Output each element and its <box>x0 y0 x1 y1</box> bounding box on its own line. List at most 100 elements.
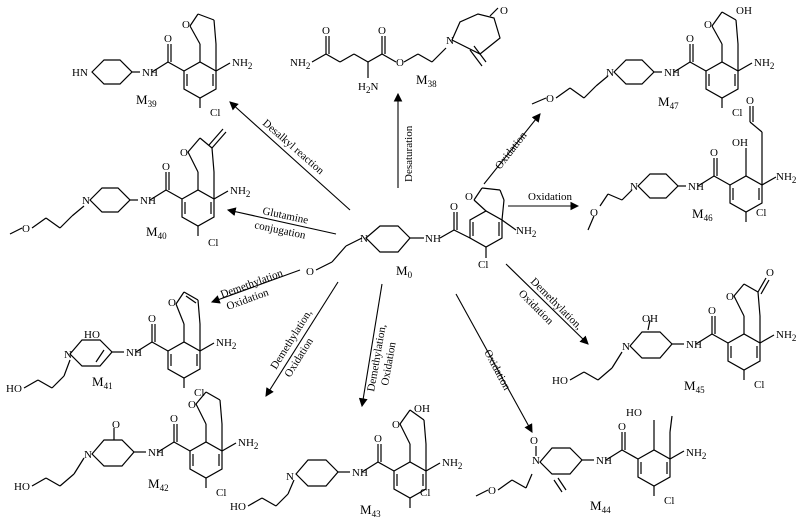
arrow-to-m43 <box>358 283 383 408</box>
compound-m42 <box>31 391 237 489</box>
m42-ho: HO <box>14 481 30 493</box>
m38-o4: O <box>500 5 508 17</box>
m39-nh2: NH2 <box>232 57 252 71</box>
m42-nh: NH <box>148 447 164 459</box>
label-desaturation: Desaturation <box>403 125 415 182</box>
m41-label: M41 <box>92 374 113 391</box>
m44-ho: HO <box>626 407 642 419</box>
m38-n: N <box>446 35 454 47</box>
compound-m44 <box>475 415 685 497</box>
m43-o: O <box>374 433 382 445</box>
m41-o: O <box>148 313 156 325</box>
m0-nh2: NH2 <box>516 225 536 239</box>
m0-label: M0 <box>396 263 413 280</box>
m45-label: M45 <box>684 378 705 395</box>
m41-nh2: NH2 <box>216 337 236 351</box>
arrow-to-m44 <box>455 293 533 433</box>
m39-cl: Cl <box>210 107 220 119</box>
m46-o2: O <box>710 147 718 159</box>
compound-m40 <box>9 128 229 237</box>
m47-n: N <box>606 67 614 79</box>
m40-nh: NH <box>140 195 156 207</box>
m46-cl: Cl <box>756 207 766 219</box>
arrow-to-m47 <box>483 113 541 185</box>
m0-nh: NH <box>425 233 441 245</box>
m0-n: N <box>360 233 368 245</box>
m39-nh: NH <box>142 67 158 79</box>
m45-nh2: NH2 <box>776 329 796 343</box>
m42-o: O <box>112 419 120 431</box>
m39-hn: HN <box>72 67 88 79</box>
m42-o3: O <box>188 399 196 411</box>
m38-h2n: H2N <box>358 81 378 95</box>
m43-label: M43 <box>360 502 381 519</box>
m42-n: N <box>84 449 92 461</box>
compound-m43 <box>247 409 441 509</box>
m46-oh: OH <box>732 137 748 149</box>
m43-ho: HO <box>230 501 246 513</box>
compound-m41 <box>23 291 215 389</box>
m38-nh2: NH2 <box>290 57 310 71</box>
m40-o2: O <box>162 161 170 173</box>
compound-m45 <box>569 277 775 381</box>
m38-o: O <box>322 25 330 37</box>
label-m44: Oxidation <box>481 348 512 393</box>
m40-label: M40 <box>146 224 167 241</box>
m44-o2: O <box>530 435 538 447</box>
m45-ho: HO <box>552 375 568 387</box>
m44-nh: NH <box>596 455 612 467</box>
m46-nh: NH <box>688 181 704 193</box>
m47-o2: O <box>686 33 694 45</box>
m43-n: N <box>286 471 294 483</box>
m46-n: N <box>630 181 638 193</box>
compound-m46 <box>587 106 777 231</box>
m41-nh: NH <box>126 347 142 359</box>
m45-cl: Cl <box>754 379 764 391</box>
m47-o: O <box>546 93 554 105</box>
arrow-to-m40 <box>226 207 337 235</box>
m47-cl: Cl <box>732 107 742 119</box>
arrow-to-m41 <box>210 269 301 304</box>
m41-ho2: HO <box>84 329 100 341</box>
m0-cl: Cl <box>478 259 488 271</box>
m0-o2: O <box>450 201 458 213</box>
m0-o: O <box>306 266 314 278</box>
m44-o: O <box>488 485 496 497</box>
m42-label: M42 <box>148 476 169 493</box>
m47-o3: O <box>704 19 712 31</box>
m40-o3: O <box>180 147 188 159</box>
m45-o: O <box>708 305 716 317</box>
m42-cl: Cl <box>216 487 226 499</box>
m45-nh: NH <box>686 339 702 351</box>
m45-oh: OH <box>642 313 658 325</box>
m41-o2: O <box>168 297 176 309</box>
m45-n: N <box>622 341 630 353</box>
label-m46: Oxidation <box>528 191 572 203</box>
label-desalkyl: Desalkyl reaction <box>260 117 327 177</box>
compound-m39 <box>91 13 231 109</box>
label-m47: Oxidation <box>493 129 530 171</box>
m39-label: M39 <box>136 92 157 109</box>
m39-o2: O <box>182 19 190 31</box>
m46-o: O <box>590 207 598 219</box>
m41-cl: Cl <box>194 387 204 399</box>
m44-o3: O <box>618 421 626 433</box>
m38-o3: O <box>396 57 404 69</box>
m40-n: N <box>82 195 90 207</box>
m40-cl: Cl <box>208 237 218 249</box>
compound-m47 <box>531 11 753 109</box>
arrow-to-m45 <box>505 263 589 345</box>
m45-o2: O <box>726 291 734 303</box>
m47-nh2: NH2 <box>754 57 774 71</box>
m44-n: N <box>532 455 540 467</box>
m43-nh: NH <box>352 467 368 479</box>
m44-nh2: NH2 <box>686 447 706 461</box>
m0-o3: O <box>465 191 473 203</box>
m41-ho: HO <box>6 383 22 395</box>
arrow-to-m39 <box>229 101 351 211</box>
m47-oh: OH <box>736 5 752 17</box>
m38-label: M38 <box>416 72 437 89</box>
m43-nh2: NH2 <box>442 457 462 471</box>
m38-o2: O <box>378 25 386 37</box>
